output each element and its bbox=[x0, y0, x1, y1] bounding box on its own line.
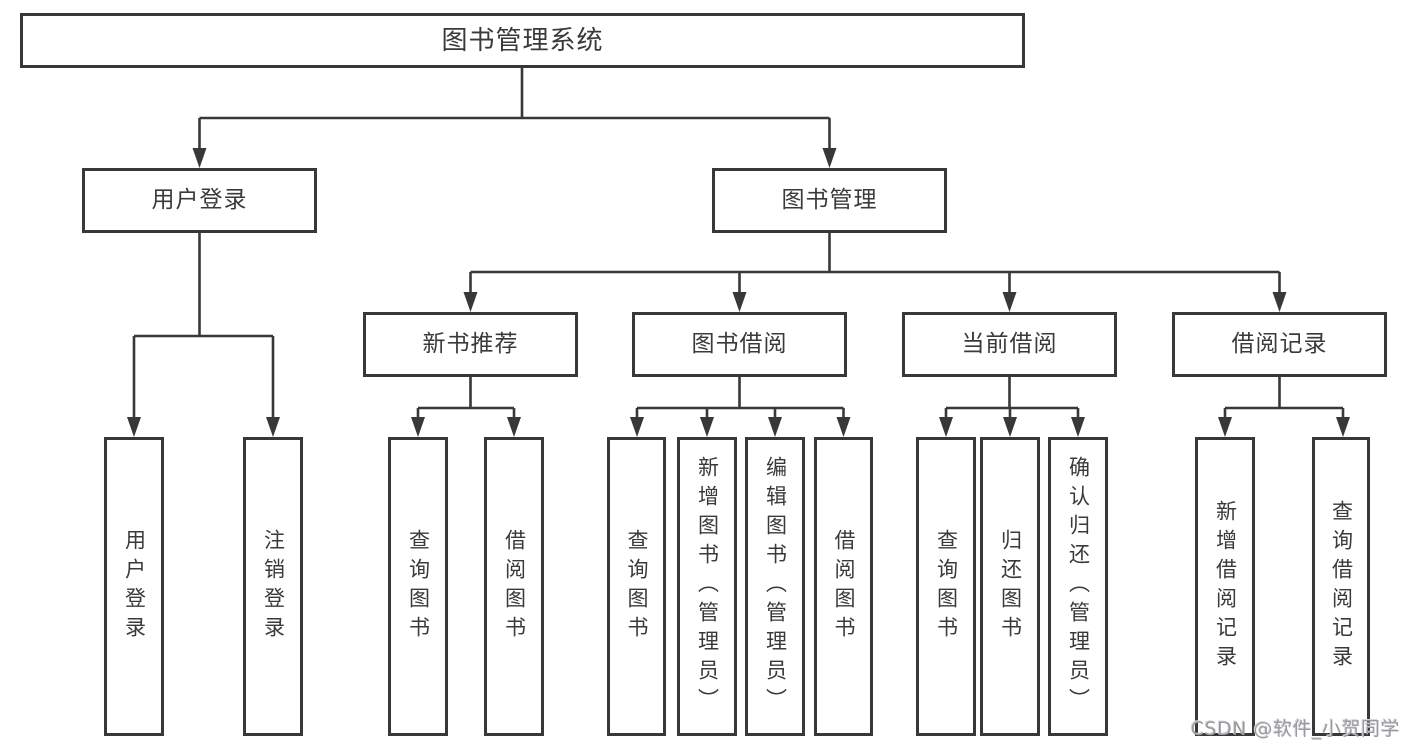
node-leaf-query-borrow-record: 查询借阅记录 bbox=[1312, 437, 1370, 736]
edge-rec-to-leaves bbox=[411, 377, 521, 437]
node-label: 查询图书 bbox=[934, 528, 959, 645]
node-label: 新增图书（管理员） bbox=[695, 456, 720, 717]
node-label: 新书推荐 bbox=[422, 331, 519, 357]
node-leaf-add-borrow-record: 新增借阅记录 bbox=[1195, 437, 1255, 736]
node-current-borrowing: 当前借阅 bbox=[902, 312, 1117, 377]
csdn-watermark: CSDN @软件_小贺同学 bbox=[1190, 718, 1400, 740]
node-label: 查询图书 bbox=[406, 528, 431, 645]
node-leaf-confirm-return-admin: 确认归还（管理员） bbox=[1048, 437, 1108, 736]
node-leaf-rec-query-books: 查询图书 bbox=[388, 437, 448, 736]
node-label: 图书管理 bbox=[781, 187, 878, 213]
node-library-management-system: 图书管理系统 bbox=[20, 13, 1025, 68]
node-borrowing-records: 借阅记录 bbox=[1172, 312, 1387, 377]
edge-login-to-leaves bbox=[127, 233, 280, 437]
node-leaf-return-books: 归还图书 bbox=[980, 437, 1040, 736]
node-leaf-borrow-books: 借阅图书 bbox=[814, 437, 873, 736]
node-label: 查询借阅记录 bbox=[1329, 499, 1354, 674]
edge-borrow-to-leaves bbox=[630, 377, 851, 437]
edge-records-to-leaves bbox=[1218, 377, 1350, 437]
node-leaf-add-books-admin: 新增图书（管理员） bbox=[677, 437, 737, 736]
node-leaf-logout: 注销登录 bbox=[243, 437, 303, 736]
node-leaf-rec-borrow-books: 借阅图书 bbox=[484, 437, 544, 736]
node-label: 当前借阅 bbox=[961, 331, 1058, 357]
node-label: 确认归还（管理员） bbox=[1066, 456, 1091, 717]
node-label: 用户登录 bbox=[151, 187, 248, 213]
node-label: 用户登录 bbox=[122, 528, 147, 645]
node-label: 借阅图书 bbox=[832, 528, 856, 645]
node-label: 图书管理系统 bbox=[441, 25, 604, 56]
node-user-login: 用户登录 bbox=[82, 168, 317, 233]
node-book-management: 图书管理 bbox=[712, 168, 947, 233]
node-leaf-current-query-books: 查询图书 bbox=[916, 437, 976, 736]
node-leaf-borrow-query-books: 查询图书 bbox=[607, 437, 666, 736]
edge-current-to-leaves bbox=[939, 377, 1085, 437]
edge-root-to-level1 bbox=[192, 68, 837, 168]
node-leaf-user-login: 用户登录 bbox=[104, 437, 164, 736]
node-label: 借阅记录 bbox=[1231, 331, 1328, 357]
node-label: 新增借阅记录 bbox=[1213, 499, 1238, 674]
node-new-book-recommendation: 新书推荐 bbox=[363, 312, 578, 377]
node-label: 借阅图书 bbox=[502, 528, 527, 645]
node-label: 查询图书 bbox=[625, 528, 649, 645]
node-label: 归还图书 bbox=[998, 528, 1023, 645]
edge-mgmt-to-level2 bbox=[463, 233, 1287, 312]
node-leaf-edit-books-admin: 编辑图书（管理员） bbox=[745, 437, 805, 736]
node-label: 编辑图书（管理员） bbox=[763, 456, 788, 717]
node-label: 图书借阅 bbox=[691, 331, 788, 357]
node-label: 注销登录 bbox=[261, 528, 286, 645]
node-book-borrowing: 图书借阅 bbox=[632, 312, 847, 377]
